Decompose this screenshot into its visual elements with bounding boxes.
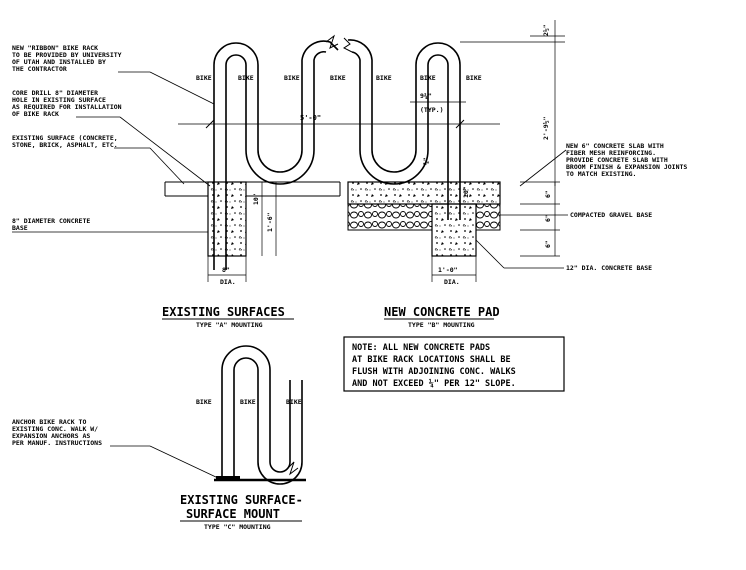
svg-text:FIBER MESH REINFORCING.: FIBER MESH REINFORCING. bbox=[566, 149, 656, 157]
title-type-b: NEW CONCRETE PAD TYPE "B" MOUNTING bbox=[384, 305, 500, 329]
svg-text:12" DIA. CONCRETE BASE: 12" DIA. CONCRETE BASE bbox=[566, 264, 652, 272]
svg-text:8": 8" bbox=[222, 266, 230, 274]
callout-gravel: COMPACTED GRAVEL BASE bbox=[500, 211, 652, 219]
bike-labels-top: BIKE BIKE BIKE BIKE BIKE BIKE BIKE bbox=[196, 74, 482, 82]
svg-text:TYPE "C" MOUNTING: TYPE "C" MOUNTING bbox=[204, 523, 271, 531]
svg-text:NOTE: ALL NEW CONCRETE PADS: NOTE: ALL NEW CONCRETE PADS bbox=[352, 343, 490, 353]
svg-text:1'-6": 1'-6" bbox=[266, 212, 274, 232]
bike-label: BIKE bbox=[240, 398, 256, 406]
callout-ribbon: NEW "RIBBON" BIKE RACK TO BE PROVIDED BY… bbox=[12, 44, 215, 105]
dim-height: 2½" 2'-9½" bbox=[460, 20, 565, 186]
svg-text:AS REQUIRED FOR INSTALLATION: AS REQUIRED FOR INSTALLATION bbox=[12, 103, 122, 111]
svg-text:DIA.: DIA. bbox=[444, 278, 460, 286]
svg-text:6": 6" bbox=[544, 240, 552, 248]
svg-text:1'-0": 1'-0" bbox=[438, 266, 458, 274]
svg-text:HOLE IN EXISTING SURFACE: HOLE IN EXISTING SURFACE bbox=[12, 96, 106, 104]
callout-new-slab: NEW 6" CONCRETE SLAB WITH FIBER MESH REI… bbox=[519, 142, 687, 187]
svg-text:NEW CONCRETE PAD: NEW CONCRETE PAD bbox=[384, 305, 500, 319]
svg-text:10": 10" bbox=[462, 186, 470, 198]
svg-text:9¾": 9¾" bbox=[420, 92, 432, 100]
bike-label: BIKE bbox=[330, 74, 346, 82]
svg-text:2½": 2½" bbox=[542, 24, 550, 36]
type-b-section: 1'-0" DIA. ¾" 10" 6" 6" 6" bbox=[347, 157, 560, 286]
bike-label: BIKE bbox=[286, 398, 302, 406]
svg-text:5'-0": 5'-0" bbox=[300, 114, 321, 122]
svg-text:TYPE "A" MOUNTING: TYPE "A" MOUNTING bbox=[196, 321, 263, 329]
type-c-rack: BIKE BIKE BIKE bbox=[196, 345, 306, 485]
svg-text:AT BIKE RACK LOCATIONS SHALL B: AT BIKE RACK LOCATIONS SHALL BE bbox=[352, 355, 511, 365]
svg-text:AND NOT EXCEED ¼" PER 12" SLOP: AND NOT EXCEED ¼" PER 12" SLOPE. bbox=[352, 379, 516, 389]
svg-text:EXISTING SURFACE-: EXISTING SURFACE- bbox=[180, 493, 303, 507]
callout-anchor: ANCHOR BIKE RACK TO EXISTING CONC. WALK … bbox=[12, 418, 219, 479]
bike-label: BIKE bbox=[196, 398, 212, 406]
bike-label: BIKE bbox=[284, 74, 300, 82]
callout-concrete-base: 8" DIAMETER CONCRETE BASE bbox=[12, 217, 208, 233]
dim-span: 5'-0" bbox=[178, 114, 500, 129]
callout-core-drill: CORE DRILL 8" DIAMETER HOLE IN EXISTING … bbox=[12, 89, 211, 187]
title-type-a: EXISTING SURFACES TYPE "A" MOUNTING bbox=[162, 305, 294, 329]
callout-existing-surface: EXISTING SURFACE (CONCRETE, STONE, BRICK… bbox=[12, 134, 185, 185]
svg-text:¾": ¾" bbox=[422, 157, 430, 165]
bike-label: BIKE bbox=[420, 74, 436, 82]
svg-text:EXPANSION ANCHORS AS: EXPANSION ANCHORS AS bbox=[12, 432, 90, 440]
bike-label: BIKE bbox=[376, 74, 392, 82]
svg-text:TO BE PROVIDED BY UNIVERSITY: TO BE PROVIDED BY UNIVERSITY bbox=[12, 51, 122, 59]
svg-text:COMPACTED GRAVEL BASE: COMPACTED GRAVEL BASE bbox=[570, 211, 652, 219]
svg-text:8" DIAMETER CONCRETE: 8" DIAMETER CONCRETE bbox=[12, 217, 90, 225]
svg-text:6": 6" bbox=[544, 214, 552, 222]
dim-spacing: 9¾" (TYP.) bbox=[410, 92, 466, 114]
svg-text:NEW "RIBBON" BIKE RACK: NEW "RIBBON" BIKE RACK bbox=[12, 44, 98, 52]
svg-text:DIA.: DIA. bbox=[220, 278, 236, 286]
svg-text:NEW 6" CONCRETE SLAB WITH: NEW 6" CONCRETE SLAB WITH bbox=[566, 142, 664, 150]
title-type-c: EXISTING SURFACE- SURFACE MOUNT TYPE "C"… bbox=[180, 493, 303, 531]
svg-text:OF BIKE RACK: OF BIKE RACK bbox=[12, 110, 59, 118]
note-box: NOTE: ALL NEW CONCRETE PADS AT BIKE RACK… bbox=[343, 336, 565, 392]
svg-text:(TYP.): (TYP.) bbox=[420, 106, 443, 114]
callout-dia-base: 12" DIA. CONCRETE BASE bbox=[475, 239, 652, 272]
svg-text:ANCHOR BIKE RACK TO: ANCHOR BIKE RACK TO bbox=[12, 418, 86, 426]
svg-text:BASE: BASE bbox=[12, 224, 28, 232]
svg-text:EXISTING SURFACE (CONCRETE,: EXISTING SURFACE (CONCRETE, bbox=[12, 134, 118, 142]
svg-text:2'-9½": 2'-9½" bbox=[542, 116, 550, 140]
svg-text:THE CONTRACTOR: THE CONTRACTOR bbox=[12, 65, 67, 73]
svg-text:EXISTING CONC. WALK W/: EXISTING CONC. WALK W/ bbox=[12, 425, 98, 433]
svg-text:PROVIDE CONCRETE SLAB WITH: PROVIDE CONCRETE SLAB WITH bbox=[566, 156, 668, 164]
svg-text:CORE DRILL 8" DIAMETER: CORE DRILL 8" DIAMETER bbox=[12, 89, 98, 97]
bike-label: BIKE bbox=[466, 74, 482, 82]
svg-text:TYPE "B" MOUNTING: TYPE "B" MOUNTING bbox=[408, 321, 475, 329]
type-a-section: 8" DIA. 10" 1'-6" bbox=[164, 181, 341, 286]
svg-text:6": 6" bbox=[544, 190, 552, 198]
svg-text:SURFACE MOUNT: SURFACE MOUNT bbox=[186, 507, 280, 521]
ribbon-rack bbox=[213, 34, 461, 270]
bike-label: BIKE bbox=[238, 74, 254, 82]
svg-text:FLUSH WITH ADJOINING CONC. WAL: FLUSH WITH ADJOINING CONC. WALKS bbox=[352, 367, 516, 377]
svg-text:OF UTAH AND INSTALLED BY: OF UTAH AND INSTALLED BY bbox=[12, 58, 106, 66]
bike-label: BIKE bbox=[196, 74, 212, 82]
svg-text:EXISTING SURFACES: EXISTING SURFACES bbox=[162, 305, 285, 319]
svg-text:PER MANUF. INSTRUCTIONS: PER MANUF. INSTRUCTIONS bbox=[12, 439, 102, 447]
svg-text:STONE, BRICK, ASPHALT, ETC.: STONE, BRICK, ASPHALT, ETC. bbox=[12, 141, 118, 149]
svg-text:BROOM FINISH & EXPANSION JOINT: BROOM FINISH & EXPANSION JOINTS bbox=[566, 163, 687, 171]
svg-text:TO MATCH EXISTING.: TO MATCH EXISTING. bbox=[566, 170, 636, 178]
svg-text:10": 10" bbox=[252, 193, 260, 205]
